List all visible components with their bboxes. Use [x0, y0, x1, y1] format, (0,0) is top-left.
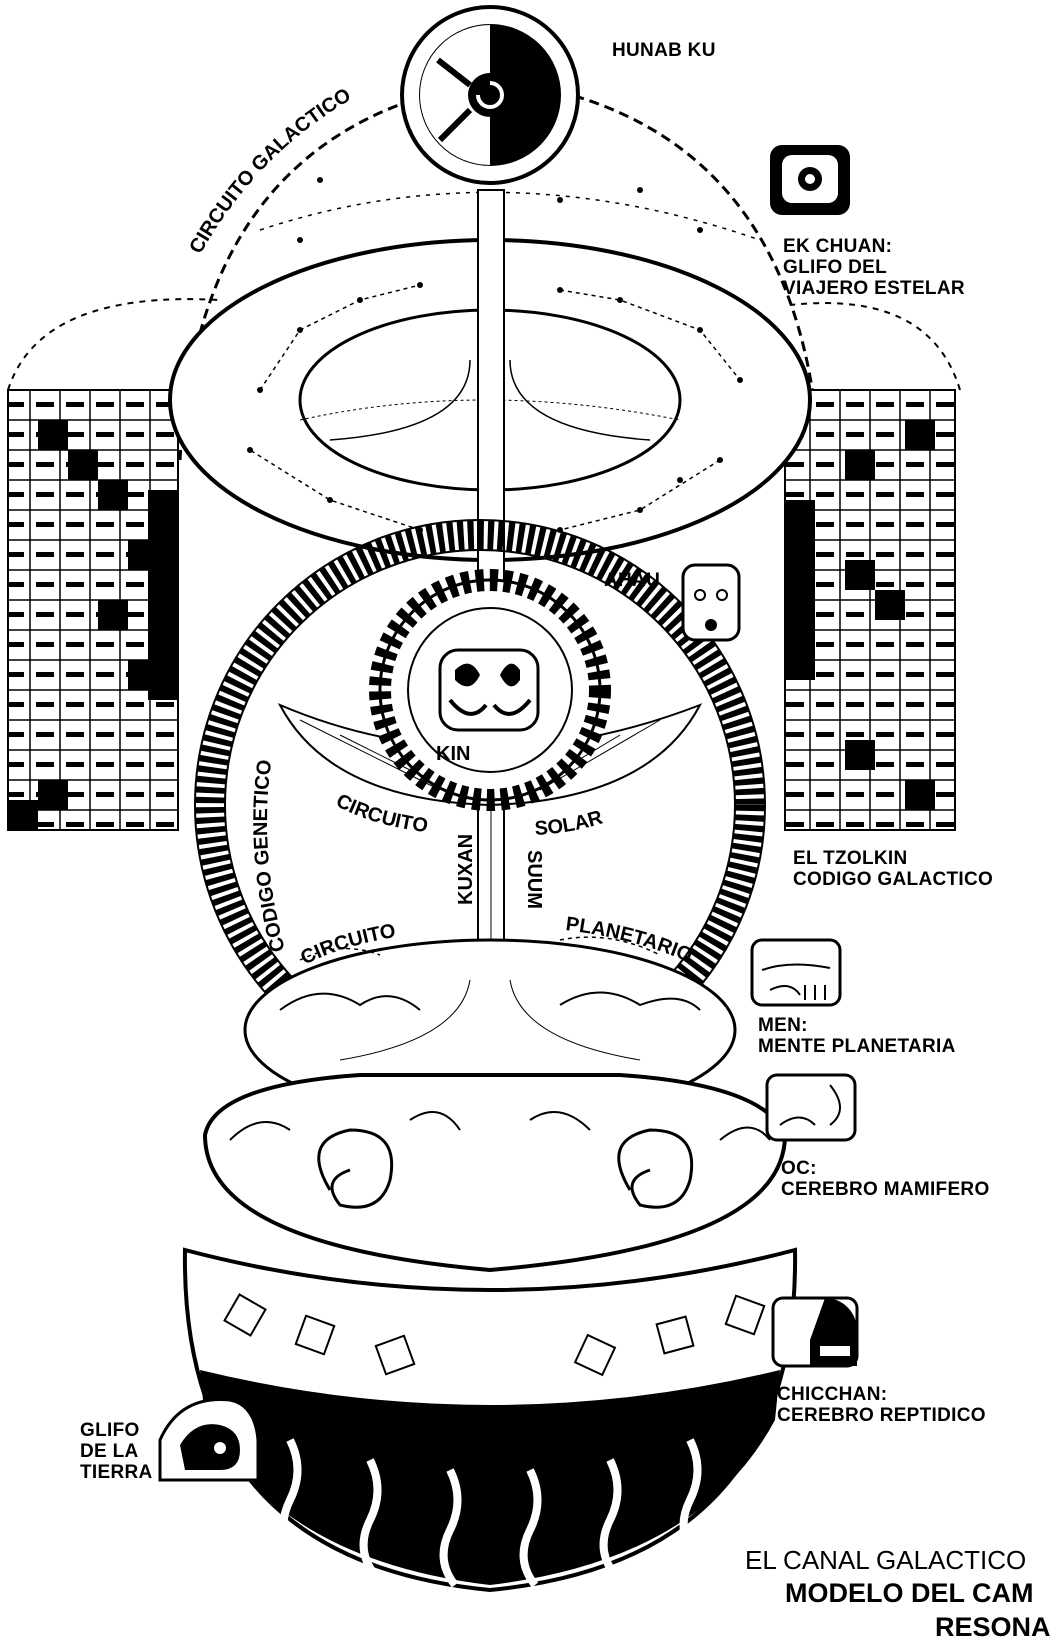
- tzolkin-label: EL TZOLKIN CODIGO GALACTICO: [793, 848, 993, 890]
- kin-label: KIN: [436, 743, 470, 765]
- chicchan-label-line2: CEREBRO REPTIDICO: [777, 1405, 986, 1426]
- ahau-label: AHAU: [604, 570, 660, 591]
- chicchan-glyph: [773, 1298, 857, 1366]
- glifo-tierra-label-line1: GLIFO: [80, 1420, 153, 1441]
- ek-chuan-label-line1: EK CHUAN:: [783, 236, 965, 257]
- glifo-tierra-label-line2: DE LA: [80, 1441, 153, 1462]
- tzolkin-grid-left: [8, 390, 178, 830]
- ahau-glyph: [683, 565, 739, 640]
- men-label-line2: MENTE PLANETARIA: [758, 1036, 956, 1057]
- earth-glyph: [160, 1400, 258, 1481]
- caption-line3: RESONA: [935, 1612, 1051, 1643]
- reptilian-brain-hemisphere: [185, 1250, 795, 1590]
- chicchan-label: CHICCHAN: CEREBRO REPTIDICO: [777, 1384, 986, 1426]
- caption-line1: EL CANAL GALACTICO: [745, 1545, 1026, 1576]
- mammalian-brain-disk: [205, 1075, 785, 1270]
- tzolkin-grid-right: [785, 390, 955, 830]
- tzolkin-label-line1: EL TZOLKIN: [793, 848, 993, 869]
- caption-line2: MODELO DEL CAM: [785, 1578, 1034, 1609]
- glifo-tierra-label-line3: TIERRA: [80, 1462, 153, 1483]
- ek-chuan-glyph: [770, 145, 850, 215]
- circuito-galactico-label: CIRCUITO GALACTICO: [185, 84, 354, 257]
- ek-chuan-label-line2: GLIFO DEL: [783, 257, 965, 278]
- men-glyph: [752, 940, 840, 1005]
- men-label: MEN: MENTE PLANETARIA: [758, 1015, 956, 1057]
- solar-disk: [280, 580, 700, 805]
- oc-label: OC: CEREBRO MAMIFERO: [781, 1158, 990, 1200]
- circuito-solar-right-label: SOLAR: [534, 806, 606, 840]
- hunab-ku-symbol: [402, 7, 578, 183]
- suum-label: SUUM: [523, 850, 545, 909]
- kuxan-label: KUXAN: [455, 834, 477, 905]
- glifo-tierra-label: GLIFO DE LA TIERRA: [80, 1420, 153, 1483]
- men-label-line1: MEN:: [758, 1015, 956, 1036]
- ek-chuan-label: EK CHUAN: GLIFO DEL VIAJERO ESTELAR: [783, 236, 965, 299]
- tzolkin-label-line2: CODIGO GALACTICO: [793, 869, 993, 890]
- oc-glyph: [767, 1075, 855, 1140]
- ek-chuan-label-line3: VIAJERO ESTELAR: [783, 278, 965, 299]
- hunab-ku-label: HUNAB KU: [612, 40, 716, 61]
- oc-label-line2: CEREBRO MAMIFERO: [781, 1179, 990, 1200]
- oc-label-line1: OC:: [781, 1158, 990, 1179]
- chicchan-label-line1: CHICCHAN:: [777, 1384, 986, 1405]
